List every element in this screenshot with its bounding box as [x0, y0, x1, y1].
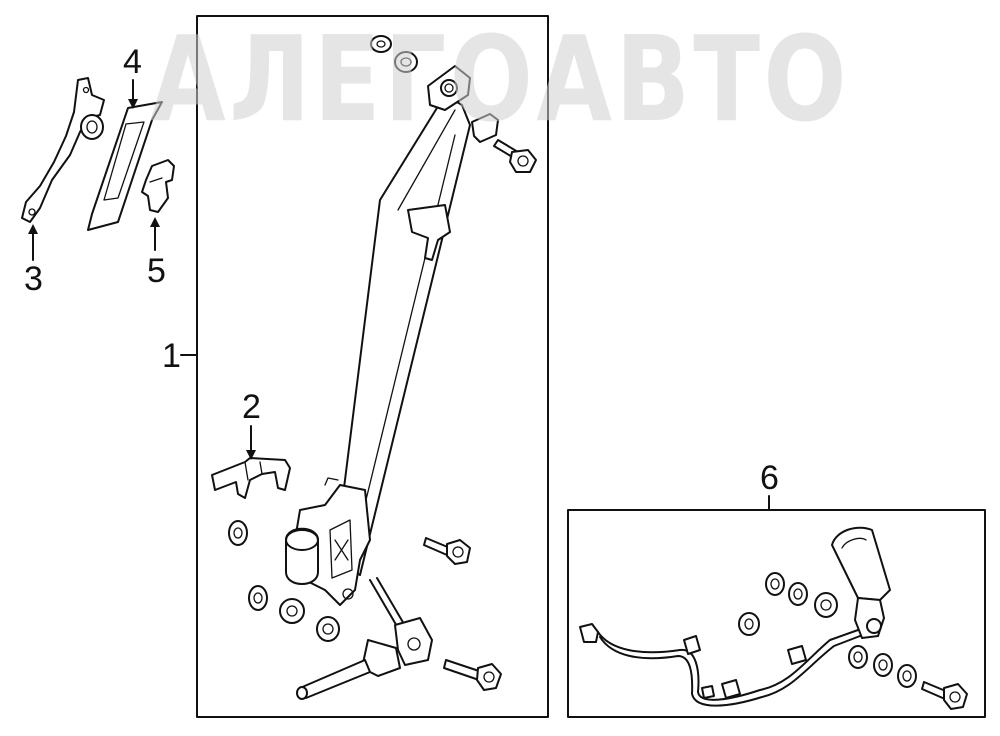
retractor-body	[285, 477, 371, 606]
leader-arrow-3	[28, 224, 38, 261]
callout-6: 6	[760, 459, 779, 497]
buckle-frame	[567, 509, 986, 718]
buckle-bolt	[921, 681, 968, 710]
buckle-washer-d	[873, 653, 893, 677]
leader-arrow-5	[150, 217, 160, 251]
retractor-bolt	[423, 537, 471, 565]
anchor-bolt	[443, 659, 502, 691]
leader-arrow-2	[246, 425, 256, 460]
washer-b	[248, 585, 268, 611]
callout-4: 4	[123, 43, 142, 81]
guide-bracket	[211, 457, 291, 499]
upper-washer	[370, 35, 392, 53]
leader-arrow-4	[128, 79, 138, 109]
upper-clip	[471, 113, 499, 143]
trim-cover	[87, 101, 163, 231]
buckle-washer-b	[788, 582, 808, 606]
buckle-spacer-b	[738, 612, 760, 636]
retainer-clip	[141, 159, 175, 213]
buckle-washer-e	[897, 664, 917, 688]
callout-2: 2	[242, 388, 261, 426]
height-adjuster	[21, 77, 105, 223]
buckle-washer-c	[848, 645, 868, 669]
main-assembly-frame	[196, 15, 549, 718]
wire-harness	[579, 623, 861, 707]
seat-belt-buckle	[831, 526, 891, 639]
callout-1: 1	[162, 337, 181, 375]
lower-anchor-cable	[296, 577, 433, 700]
upper-bolt	[493, 139, 537, 173]
spacer-b	[316, 616, 340, 642]
buckle-spacer-a	[814, 592, 838, 618]
spacer-a	[279, 598, 305, 624]
buckle-washer-a	[765, 572, 785, 596]
callout-5: 5	[147, 252, 166, 290]
watermark-text: АЛЕГОАВТО	[150, 10, 850, 148]
washer-a	[228, 520, 248, 546]
upper-spacer	[394, 51, 418, 73]
callout-3: 3	[24, 260, 43, 298]
